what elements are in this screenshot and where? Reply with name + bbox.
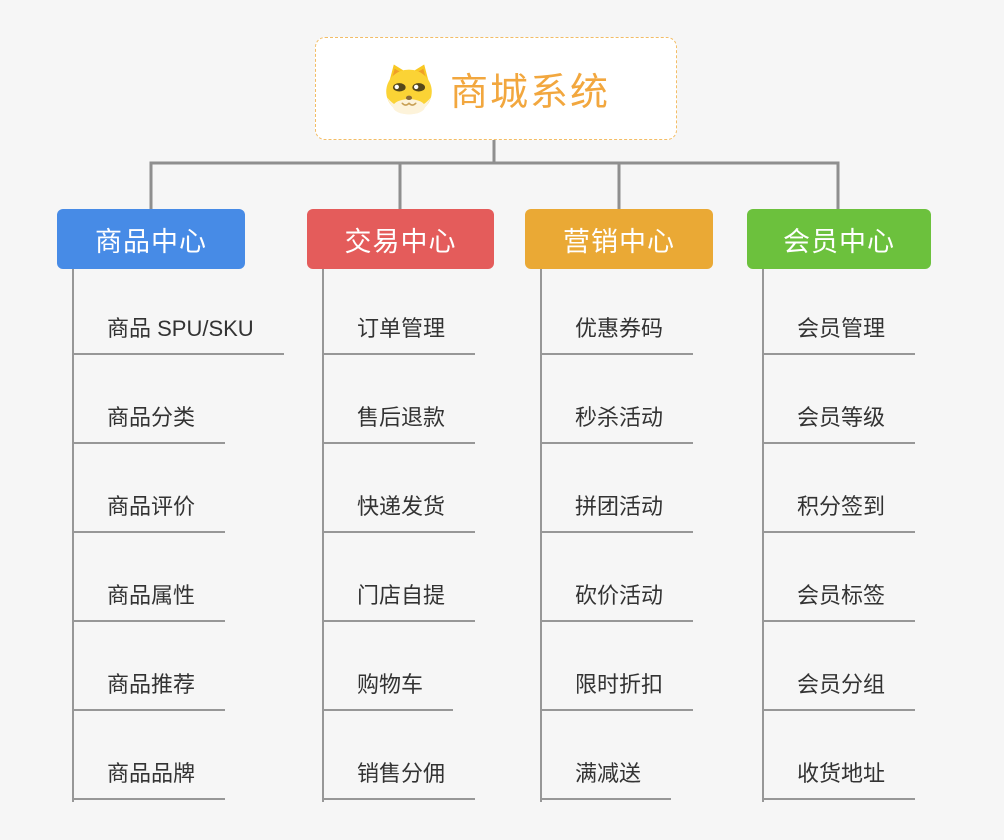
leaf-node[interactable]: 售后退款 xyxy=(322,403,476,444)
leaf-node[interactable]: 订单管理 xyxy=(322,314,476,355)
leaf-node[interactable]: 快递发货 xyxy=(322,492,476,533)
leaf-node[interactable]: 商品分类 xyxy=(72,403,226,444)
branch-node[interactable]: 会员中心 xyxy=(747,209,931,269)
root-node[interactable]: 商城系统 xyxy=(315,37,677,140)
leaf-node[interactable]: 购物车 xyxy=(322,670,454,711)
leaf-node[interactable]: 满减送 xyxy=(540,759,672,800)
leaf-node[interactable]: 拼团活动 xyxy=(540,492,694,533)
leaf-node[interactable]: 优惠券码 xyxy=(540,314,694,355)
tree-connector-path xyxy=(149,140,840,209)
leaf-node[interactable]: 商品推荐 xyxy=(72,670,226,711)
branch-trunk-line xyxy=(540,269,542,802)
branch-trunk-line xyxy=(322,269,324,802)
leaf-node[interactable]: 砍价活动 xyxy=(540,581,694,622)
branch-trunk-line xyxy=(72,269,74,802)
leaf-node[interactable]: 商品评价 xyxy=(72,492,226,533)
leaf-node[interactable]: 销售分佣 xyxy=(322,759,476,800)
branch-label: 会员中心 xyxy=(783,226,895,257)
leaf-node[interactable]: 限时折扣 xyxy=(540,670,694,711)
leaf-node[interactable]: 商品 SPU/SKU xyxy=(72,314,284,355)
leaf-node[interactable]: 会员分组 xyxy=(762,670,916,711)
leaf-node[interactable]: 收货地址 xyxy=(762,759,916,800)
leaf-node[interactable]: 会员等级 xyxy=(762,403,916,444)
leaf-node[interactable]: 会员管理 xyxy=(762,314,916,355)
branch-label: 营销中心 xyxy=(563,226,675,257)
dog-icon xyxy=(386,64,432,114)
branch-node[interactable]: 交易中心 xyxy=(307,209,494,269)
leaf-node[interactable]: 会员标签 xyxy=(762,581,916,622)
branch-trunk-line xyxy=(762,269,764,802)
branch-node[interactable]: 营销中心 xyxy=(525,209,713,269)
branch-node[interactable]: 商品中心 xyxy=(57,209,245,269)
branch-label: 商品中心 xyxy=(95,226,207,257)
leaf-node[interactable]: 门店自提 xyxy=(322,581,476,622)
leaf-node[interactable]: 秒杀活动 xyxy=(540,403,694,444)
leaf-node[interactable]: 商品品牌 xyxy=(72,759,226,800)
leaf-node[interactable]: 积分签到 xyxy=(762,492,916,533)
root-label: 商城系统 xyxy=(449,72,610,114)
leaf-node[interactable]: 商品属性 xyxy=(72,581,226,622)
branch-label: 交易中心 xyxy=(344,226,457,257)
